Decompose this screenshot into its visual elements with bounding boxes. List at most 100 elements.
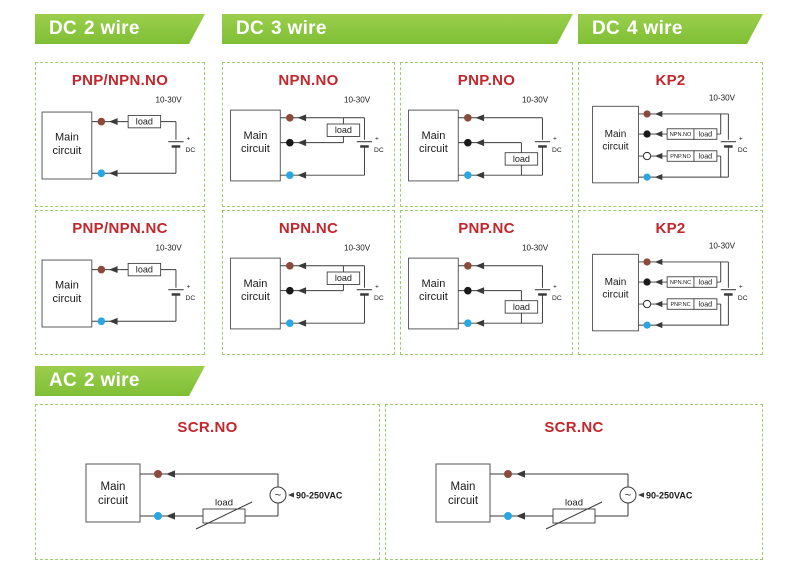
arrow-left-icon [297, 171, 307, 179]
banner-strong-text: AC [49, 370, 78, 391]
battery-plus-label: + [553, 284, 557, 291]
panel-pnp-nc: PNP.NC 10-30V + DC Main circuit load [400, 210, 573, 355]
arrow-left-icon [109, 118, 118, 126]
blue-terminal-dot [464, 319, 472, 327]
arrow-left-icon [297, 262, 307, 270]
output-type-label: NPN.NO [670, 132, 692, 138]
brown-terminal-dot [97, 117, 106, 126]
banner-dc-3-wire: DC 3 wire [222, 14, 573, 44]
load-box [326, 271, 361, 285]
panel-pnp-no: PNP.NO 10-30V + DC Main circuit load [400, 62, 573, 207]
black-terminal-dot [286, 286, 294, 295]
battery-symbol: + DC [356, 284, 384, 302]
main-circuit-label: circuit [98, 495, 129, 507]
panel-title: NPN.NC [278, 220, 339, 237]
main-circuit-label: Main [101, 481, 126, 493]
main-circuit-box [592, 105, 639, 184]
battery-symbol: + DC [720, 284, 748, 302]
load-box [127, 262, 162, 277]
arrow-left-icon [654, 300, 663, 308]
arrow-left-icon [288, 492, 294, 498]
panel-kp2-no: KP2 10-30V + DC Main circuit NPN.NO l [578, 62, 763, 207]
battery-symbol: + DC [168, 284, 195, 302]
black-terminal-dot [464, 286, 472, 295]
brown-terminal-dot [97, 265, 106, 274]
load-box [504, 300, 539, 314]
dc-2wire-nc-diagram: 10-30V + DC Main circuit load [41, 243, 195, 328]
ac-source-icon [619, 486, 637, 504]
arrow-left-icon [109, 266, 118, 274]
main-circuit-label: Main [605, 129, 627, 140]
voltage-range-label: 10-30V [522, 243, 549, 252]
load-label: load [699, 278, 713, 286]
main-circuit-label: circuit [419, 291, 448, 303]
panel-title: SCR.NO [177, 419, 238, 436]
load-box [693, 298, 718, 310]
voltage-range-label: 10-30V [155, 95, 182, 104]
battery-dc-label: DC [374, 147, 384, 154]
panel-scr-no: SCR.NO ~ 90-250VAC Main circuit load [35, 404, 380, 560]
battery-plus-label: + [186, 284, 190, 291]
main-circuit-label: circuit [53, 293, 82, 305]
voltage-range-label: 10-30V [709, 94, 736, 103]
wires [458, 265, 543, 324]
arrow-left-icon [297, 139, 307, 147]
banner-strong-text: DC [236, 18, 265, 39]
battery-dc-label: DC [738, 147, 748, 154]
main-circuit-box [435, 463, 491, 523]
white-terminal-dot [642, 299, 652, 309]
main-circuit-label: Main [55, 280, 79, 292]
arrow-left-icon [109, 169, 118, 177]
black-terminal-dot [643, 278, 651, 286]
arrow-left-icon [654, 130, 663, 138]
load-label: load [215, 498, 233, 509]
dc-3wire-npn-nc-diagram: 10-30V + DC Main circuit load [230, 243, 384, 330]
output-type-label: PNP.NO [670, 154, 691, 160]
arrow-left-icon [297, 114, 307, 122]
main-circuit-box [592, 253, 639, 332]
main-circuit-box [230, 109, 281, 182]
wires [280, 265, 365, 324]
load-box [693, 128, 718, 140]
load-slash [545, 501, 603, 530]
battery-plus-label: + [186, 136, 190, 143]
main-circuit-box [408, 109, 459, 182]
panel-scr-nc: SCR.NC ~ 90-250VAC Main circuit load [385, 404, 763, 560]
blue-terminal-dot [464, 171, 472, 179]
load-box [693, 276, 718, 288]
arrow-left-icon [297, 287, 307, 295]
brown-terminal-dot [154, 470, 162, 478]
arrow-left-icon [516, 470, 525, 478]
white-terminal-dot [642, 151, 652, 161]
main-circuit-label: Main [421, 278, 445, 290]
arrow-left-icon [654, 322, 663, 329]
brown-terminal-dot [286, 113, 294, 122]
main-circuit-label: Main [243, 130, 267, 142]
arrow-left-icon [654, 258, 663, 266]
arrow-left-icon [109, 317, 118, 325]
dc-3wire-pnp-nc-diagram: 10-30V + DC Main circuit load [408, 243, 562, 330]
wires [638, 113, 729, 178]
wires [638, 261, 729, 326]
main-circuit-label: circuit [241, 143, 270, 155]
panel-title: PNP/NPN.NO [71, 72, 169, 89]
battery-plus-label: + [739, 136, 743, 143]
load-box [326, 123, 361, 137]
arrow-left-icon [654, 278, 663, 286]
output-type-label: NPN.NC [670, 280, 691, 286]
banner-rest-text: 3 wire [271, 18, 327, 39]
brown-terminal-dot [464, 113, 472, 122]
ac-sine-symbol: ~ [625, 490, 631, 502]
load-label: load [513, 302, 530, 312]
load-label: load [335, 273, 352, 283]
arrow-left-icon [654, 152, 663, 160]
brown-terminal-dot [464, 261, 472, 270]
battery-plus-label: + [375, 136, 379, 143]
main-circuit-box [408, 257, 459, 330]
arrow-left-icon [516, 512, 525, 520]
ac-voltage-label: 90-250VAC [296, 491, 343, 501]
load-label: load [699, 152, 713, 160]
